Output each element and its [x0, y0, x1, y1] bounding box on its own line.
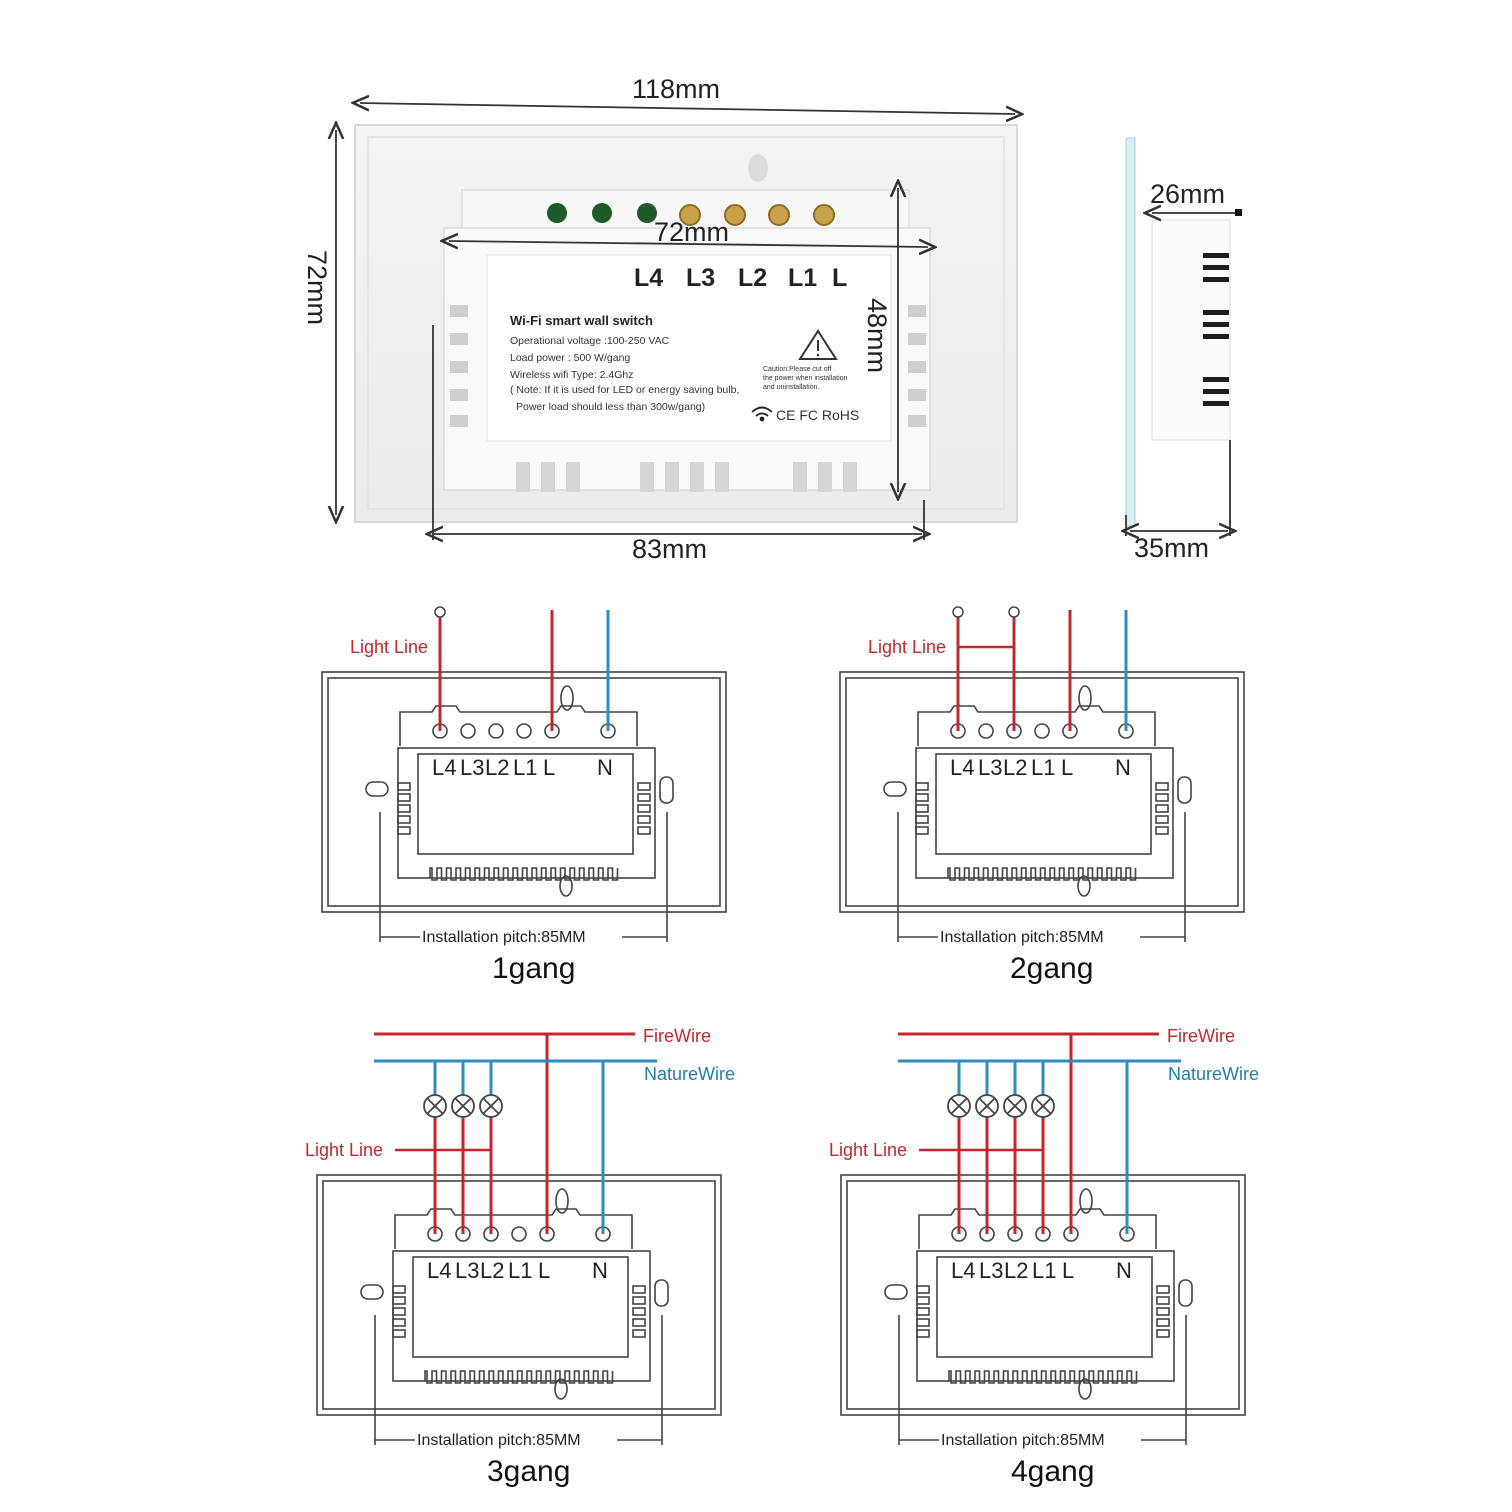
- terminal-label: L3: [978, 755, 1002, 780]
- terminal-circle: [978, 723, 994, 739]
- terminal-label: L: [1062, 1258, 1074, 1283]
- label-load: Load power : 500 W/gang: [510, 352, 630, 364]
- back-view: L4 L3 L2 L1 L Wi-Fi smart wall switch Op…: [354, 124, 1018, 523]
- terminal-screws: [547, 203, 835, 226]
- terminal-label: L3: [460, 755, 484, 780]
- terminal-label: N: [1115, 755, 1131, 780]
- lamp-icon: [975, 1094, 999, 1118]
- terminal-label: L1: [508, 1258, 532, 1283]
- lamp-icon: [1031, 1094, 1055, 1118]
- label-terminal-l3: L3: [686, 264, 715, 292]
- terminal-label: L: [543, 755, 555, 780]
- label-title: Wi-Fi smart wall switch: [510, 313, 653, 328]
- terminal-label: N: [597, 755, 613, 780]
- terminal-label: N: [592, 1258, 608, 1283]
- terminal-circle: [516, 723, 532, 739]
- terminal-circle: [1034, 723, 1050, 739]
- lamp-icon: [947, 1094, 971, 1118]
- gang-label: 2gang: [1010, 952, 1093, 985]
- label-terminal-l1: L1: [788, 264, 817, 292]
- dimension-lines: [336, 103, 1015, 540]
- terminal-label: L4: [432, 755, 456, 780]
- terminal-label: L2: [1003, 755, 1027, 780]
- label-terminal-l4: L4: [634, 264, 663, 292]
- installation-pitch-label: Installation pitch:85MM: [940, 929, 1104, 946]
- terminal-label: L3: [979, 1258, 1003, 1283]
- cert-marks: CE FC RoHS: [776, 407, 859, 423]
- gang-label: 4gang: [1011, 1455, 1094, 1488]
- caution-line-1: Caution:Please cut off: [763, 366, 831, 373]
- terminal-label: L4: [950, 755, 974, 780]
- lamp-icon: [423, 1094, 447, 1118]
- fire-wire-label: FireWire: [643, 1026, 711, 1046]
- terminal-label: L1: [513, 755, 537, 780]
- terminal-label: L2: [485, 755, 509, 780]
- product-label-sticker: [486, 254, 892, 442]
- dim-box-height: 48mm: [862, 298, 892, 373]
- lamp-icon: [479, 1094, 503, 1118]
- warning-icon: [798, 329, 838, 360]
- light-line-label: Light Line: [829, 1140, 907, 1160]
- terminal-label: L1: [1032, 1258, 1056, 1283]
- terminal-circle: [460, 723, 476, 739]
- lamp-icon: [451, 1094, 475, 1118]
- label-power-note: Power load should less than 300w/gang): [516, 401, 705, 413]
- terminal-label: L: [538, 1258, 550, 1283]
- dim-box-width: 72mm: [654, 217, 729, 247]
- label-note: ( Note: If it is used for LED or energy …: [510, 384, 739, 396]
- terminal-label: L4: [951, 1258, 975, 1283]
- caution-line-3: and uninstallation.: [763, 384, 819, 391]
- label-terminal-l2: L2: [738, 264, 767, 292]
- terminal-label: L2: [1004, 1258, 1028, 1283]
- caution-line-2: the power when installation: [763, 375, 848, 382]
- light-line-label: Light Line: [305, 1140, 383, 1160]
- terminal-label: L1: [1031, 755, 1055, 780]
- terminal-label: L2: [480, 1258, 504, 1283]
- light-line-label: Light Line: [350, 637, 428, 657]
- dim-height-total: 72mm: [302, 250, 332, 325]
- nature-wire-label: NatureWire: [1168, 1064, 1259, 1084]
- fire-wire-label: FireWire: [1167, 1026, 1235, 1046]
- dim-width-total: 118mm: [632, 74, 720, 104]
- installation-pitch-label: Installation pitch:85MM: [417, 1432, 581, 1449]
- terminal-label: N: [1116, 1258, 1132, 1283]
- terminal-circle: [511, 1226, 527, 1242]
- nature-wire-label: NatureWire: [644, 1064, 735, 1084]
- terminal-label: L3: [455, 1258, 479, 1283]
- gang-label: 1gang: [492, 952, 575, 985]
- terminal-label: L4: [427, 1258, 451, 1283]
- wifi-icon: [751, 406, 773, 422]
- light-line-label: Light Line: [868, 637, 946, 657]
- terminal-label: L: [1061, 755, 1073, 780]
- dim-side-top: 26mm: [1150, 179, 1225, 209]
- label-terminal-l: L: [832, 264, 847, 292]
- side-view: [1126, 137, 1242, 536]
- terminal-circle: [488, 723, 504, 739]
- dim-base-width: 83mm: [632, 534, 707, 564]
- label-wireless: Wireless wifi Type: 2.4Ghz: [510, 369, 634, 381]
- dim-side-depth: 35mm: [1134, 533, 1209, 563]
- installation-pitch-label: Installation pitch:85MM: [941, 1432, 1105, 1449]
- label-voltage: Operational voltage :100-250 VAC: [510, 335, 670, 347]
- gang-label: 3gang: [487, 1455, 570, 1488]
- lamp-icon: [1003, 1094, 1027, 1118]
- installation-pitch-label: Installation pitch:85MM: [422, 929, 586, 946]
- label-terminals: L4 L3 L2 L1 L: [634, 264, 847, 292]
